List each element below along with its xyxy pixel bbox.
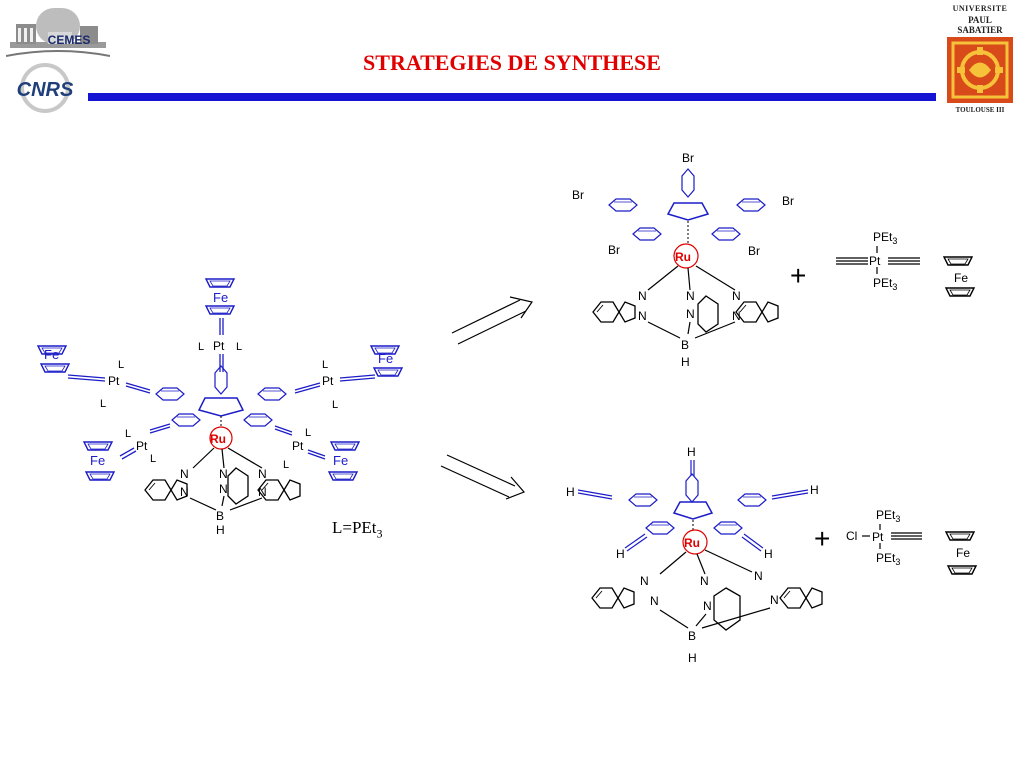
- n-label-b3: N: [686, 289, 695, 303]
- b-label-bromo: B: [681, 338, 689, 352]
- ligand-legend-sub: 3: [376, 526, 383, 541]
- l-label-f: L: [332, 399, 338, 411]
- b-label-target: B: [216, 509, 224, 523]
- n-label-e3: N: [700, 574, 709, 588]
- cemes-logo-text: CEMES: [48, 33, 91, 47]
- l-label-b: L: [236, 341, 242, 353]
- h-label-ethynyl: H: [688, 651, 697, 665]
- fe-label-reagent-lower: Fe: [956, 546, 970, 560]
- n-label-b6: N: [732, 309, 741, 323]
- target-complex: Fe L Pt L Fe Pt L L Fe: [37, 278, 403, 537]
- l-label-c: L: [118, 359, 124, 371]
- slide-title: STRATEGIES DE SYNTHESE: [363, 50, 661, 75]
- n-label-3: N: [219, 467, 228, 481]
- h-label-alkyne-left: H: [566, 485, 575, 499]
- pet3-label-lower-b: PEt3: [876, 551, 900, 567]
- h-label-alkyne-lower-right: H: [764, 547, 773, 561]
- ligand-legend-text: L=PEt: [332, 518, 377, 537]
- l-label-d: L: [100, 398, 106, 410]
- fe-label-left: Fe: [44, 347, 59, 362]
- cemes-logo: CEMES: [6, 8, 110, 57]
- pet3-label-upper-b: PEt3: [873, 276, 897, 292]
- retrosynthesis-arrow-lower: [440, 454, 526, 500]
- n-label-5: N: [258, 467, 267, 481]
- retrosynthesis-arrow-upper: [451, 296, 533, 345]
- l-label-i: L: [305, 427, 311, 439]
- n-label-6: N: [258, 485, 267, 499]
- b-label-ethynyl: B: [688, 629, 696, 643]
- ru-label-bromo: Ru: [675, 250, 691, 264]
- br-label-right: Br: [782, 194, 794, 208]
- n-label-b2: N: [638, 309, 647, 323]
- n-label-e4: N: [703, 599, 712, 613]
- plus-sign-upper: +: [790, 260, 806, 291]
- n-label-e2: N: [650, 594, 659, 608]
- cnrs-logo-text: CNRS: [17, 79, 74, 101]
- fe-label-top: Fe: [213, 290, 228, 305]
- ethynyl-precursor: H H H H H Ru: [566, 445, 823, 665]
- ups-logo: UNIVERSITE PAUL SABATIER TOULOUSE III: [940, 2, 1020, 118]
- br-label-lower-left: Br: [608, 243, 620, 257]
- n-label-e5: N: [754, 569, 763, 583]
- fe-label-right: Fe: [378, 351, 393, 366]
- l-label-e: L: [322, 359, 328, 371]
- pt-label-reagent-lower: Pt: [872, 530, 884, 544]
- ups-logo-line4: TOULOUSE III: [955, 106, 1005, 114]
- chloro-pt-reagent: PEt3 Cl Pt Fe PEt3: [846, 508, 977, 575]
- l-label-h: L: [150, 453, 156, 465]
- n-label-1: N: [180, 467, 189, 481]
- fe-label-lower-right: Fe: [333, 453, 348, 468]
- n-label-e6: N: [770, 593, 779, 607]
- n-label-b4: N: [686, 307, 695, 321]
- pet3-label-upper-a: PEt3: [873, 230, 897, 246]
- br-label-left: Br: [572, 188, 584, 202]
- l-label-a: L: [198, 341, 204, 353]
- pt-label-lower-right: Pt: [292, 439, 304, 453]
- h-label-alkyne-top: H: [687, 445, 696, 459]
- pt-label-right: Pt: [322, 374, 334, 388]
- ups-logo-line2: PAUL: [968, 15, 992, 25]
- ru-label-ethynyl: Ru: [684, 536, 700, 550]
- cnrs-logo: CNRS: [17, 63, 74, 113]
- ethynyl-pt-reagent: PEt3 Pt Fe PEt3: [836, 230, 975, 297]
- ligand-legend: L=PEt3: [332, 518, 383, 541]
- n-label-b5: N: [732, 289, 741, 303]
- n-label-e1: N: [640, 574, 649, 588]
- n-label-b1: N: [638, 289, 647, 303]
- pt-label-reagent-upper: Pt: [869, 254, 881, 268]
- h-label-bromo: H: [681, 355, 690, 369]
- h-label-alkyne-right: H: [810, 483, 819, 497]
- bromo-precursor: Br Br Br Br Br Ru N N N N N N: [572, 151, 794, 369]
- pt-label-lower-left: Pt: [136, 439, 148, 453]
- h-label-alkyne-lower-left: H: [616, 547, 625, 561]
- pt-label-left: Pt: [108, 374, 120, 388]
- ups-emblem-icon: [947, 37, 1013, 103]
- br-label-top: Br: [682, 151, 694, 165]
- l-label-j: L: [283, 459, 289, 471]
- l-label-g: L: [125, 428, 131, 440]
- fe-label-reagent-upper: Fe: [954, 271, 968, 285]
- n-label-4: N: [219, 482, 228, 496]
- title-rule: [88, 93, 936, 101]
- pet3-label-lower-a: PEt3: [876, 508, 900, 524]
- pt-label-top: Pt: [213, 339, 225, 353]
- ru-label-target: Ru: [210, 432, 226, 446]
- plus-sign-lower: +: [814, 523, 830, 554]
- cl-label: Cl: [846, 529, 857, 543]
- br-label-lower-right: Br: [748, 244, 760, 258]
- ups-logo-line1: UNIVERSITE: [952, 4, 1008, 13]
- ups-logo-line3: SABATIER: [957, 25, 1003, 35]
- n-label-2: N: [180, 485, 189, 499]
- fe-label-lower-left: Fe: [90, 453, 105, 468]
- h-label-target: H: [216, 523, 225, 537]
